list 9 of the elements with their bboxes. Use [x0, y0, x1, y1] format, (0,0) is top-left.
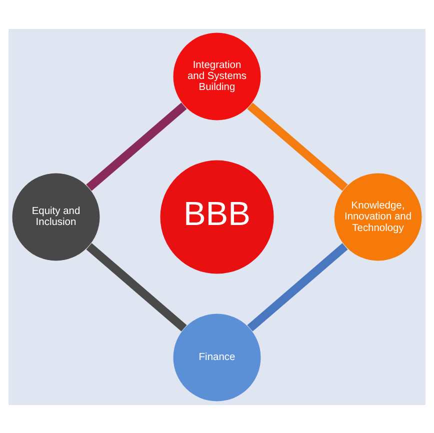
connector — [86, 242, 187, 331]
connector — [247, 242, 348, 331]
connector — [86, 102, 187, 190]
connector — [247, 102, 348, 190]
node-circle: Equity and Inclusion — [12, 172, 100, 260]
node-circle: Integration and Systems Building — [173, 32, 261, 120]
node-circle: BBB — [160, 160, 274, 274]
node-circle: Knowledge, Innovation and Technology — [334, 172, 422, 260]
node-circle: Finance — [173, 313, 261, 401]
